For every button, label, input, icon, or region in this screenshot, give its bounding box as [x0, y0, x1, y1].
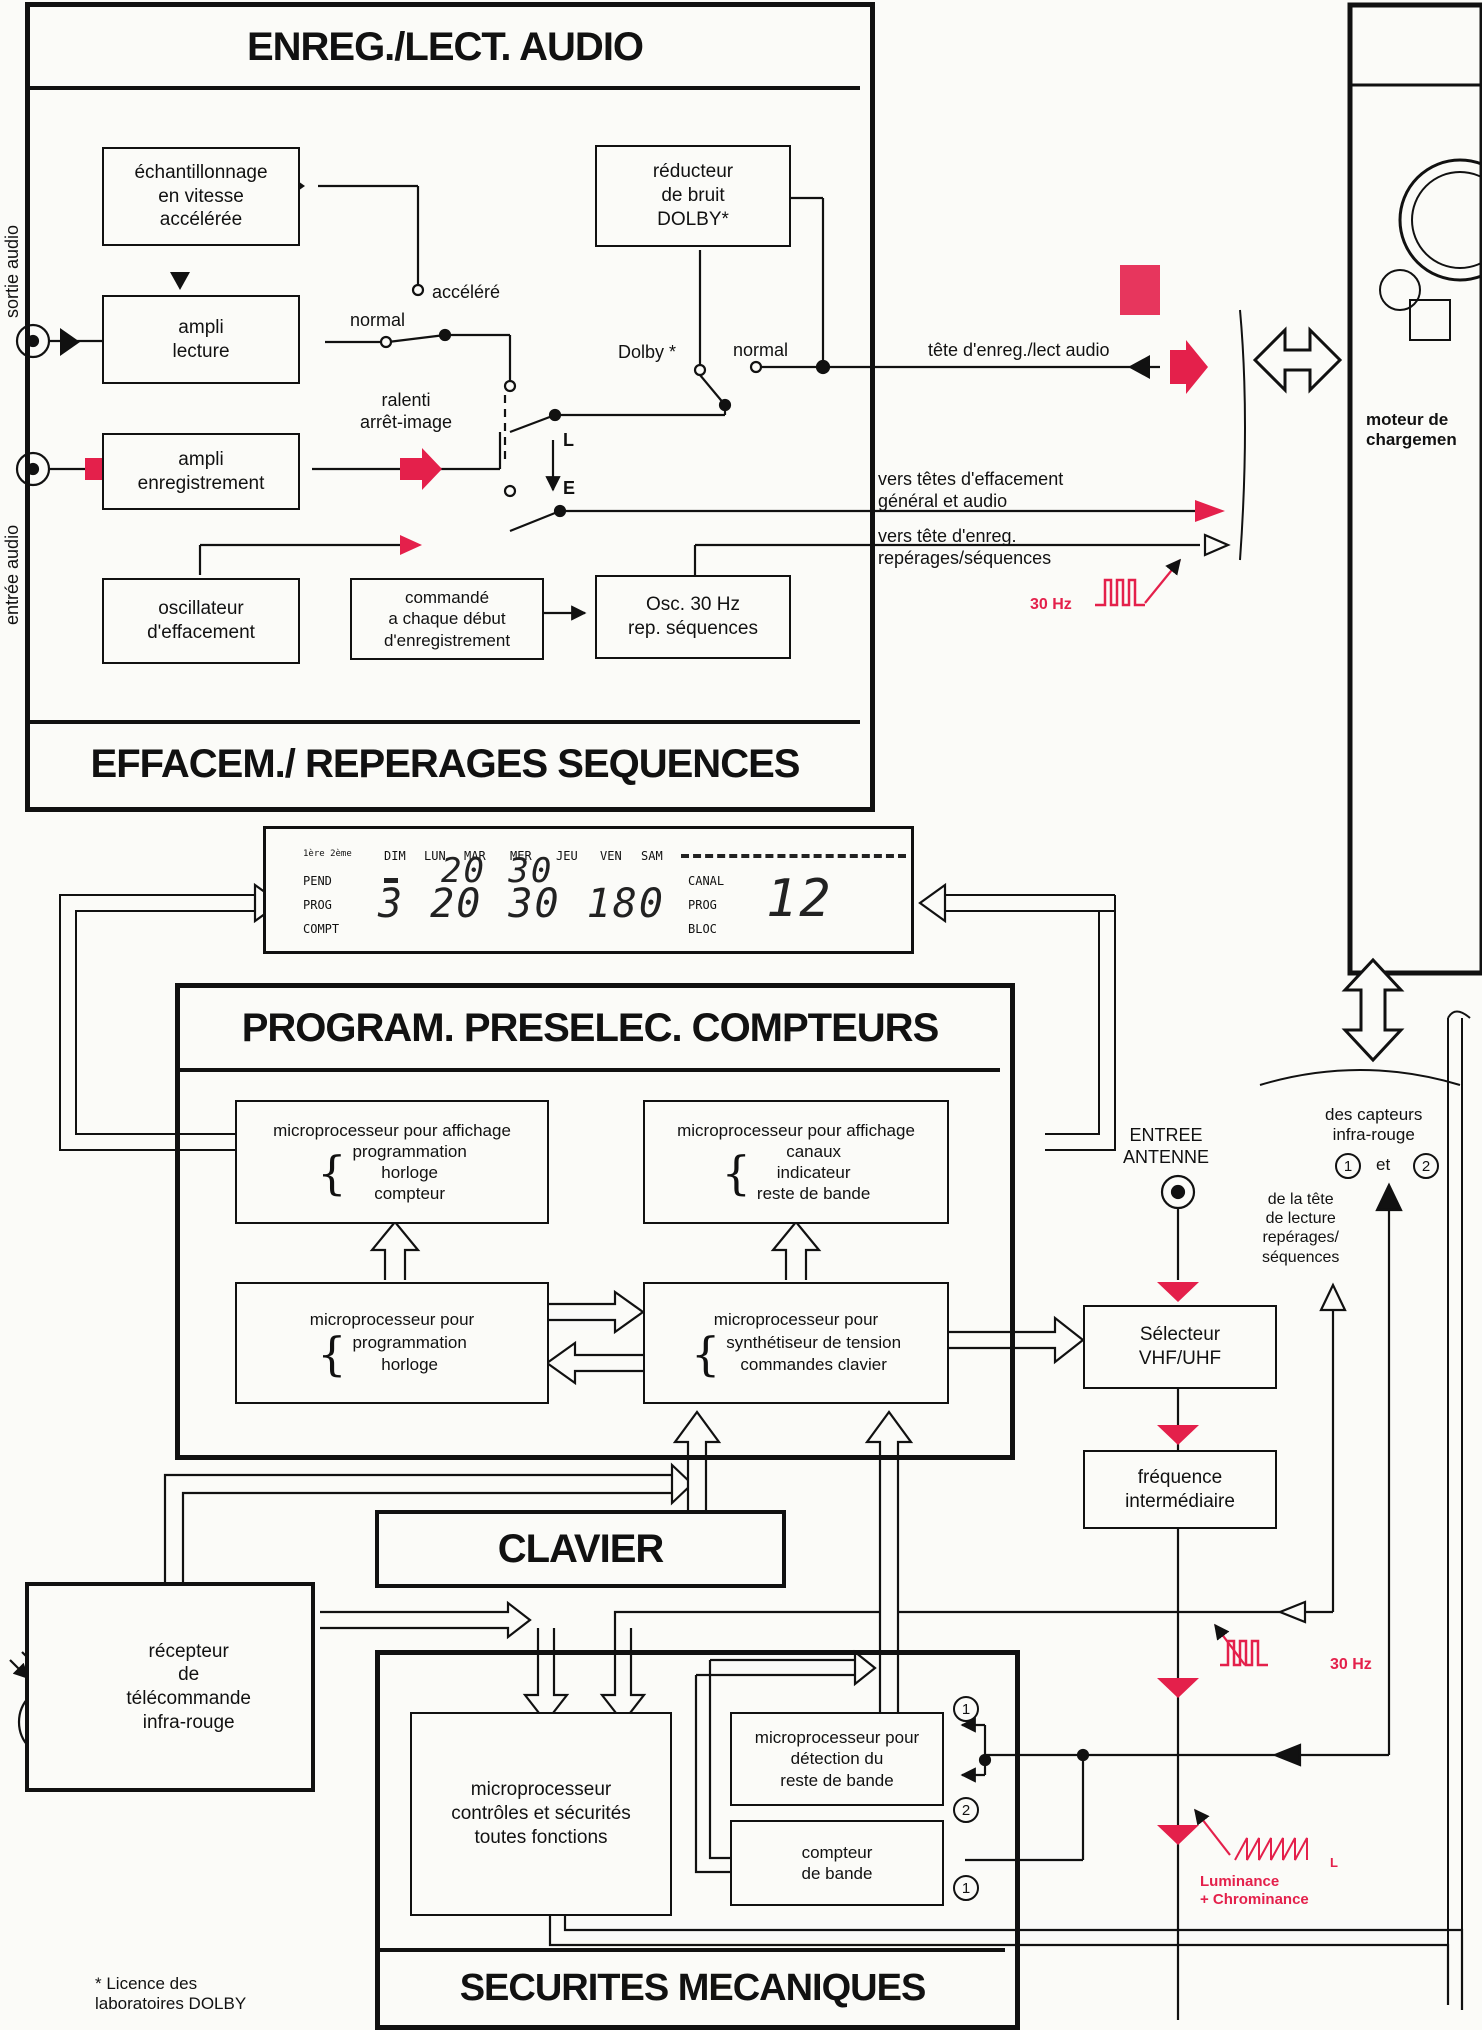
display-row-prog: PROG	[303, 898, 332, 912]
detection-num-2: 2	[953, 1797, 979, 1823]
compteur-num-1: 1	[953, 1875, 979, 1901]
switch-normal	[387, 333, 446, 344]
red-arrow-fi	[1157, 1425, 1199, 1445]
lum-L-label: L	[1330, 1855, 1338, 1870]
display-day-mar: MAR	[464, 849, 486, 863]
display-row-canal: CANAL	[688, 874, 725, 888]
dolby-label: Dolby *	[618, 342, 677, 362]
display-day-sam: SAM	[641, 849, 663, 863]
red-arrow-tete	[1170, 340, 1208, 394]
display-day-dim: DIM	[384, 849, 406, 863]
switch-LE-top	[509, 413, 556, 434]
securites-section-title: SECURITES MECANIQUES	[380, 1948, 1005, 2024]
normal-right-label: normal	[733, 340, 789, 360]
red-arrow-osc	[400, 535, 422, 555]
E-label: E	[563, 478, 576, 498]
accelere-label: accéléré	[432, 282, 501, 302]
hz30-bottom-label: 30 Hz	[1330, 1656, 1372, 1673]
L-label: L	[563, 430, 574, 450]
display-row-compt: COMPT	[303, 922, 340, 936]
prog-section-frame	[175, 983, 1015, 1460]
switch-dolby	[699, 374, 726, 406]
display-day-lun: LUN	[424, 849, 446, 863]
red-arrow-antenna	[1157, 1282, 1199, 1302]
display-dash-row	[681, 854, 906, 858]
display-digits-top: 20 30	[441, 851, 554, 891]
display-row-bloc: BLOC	[688, 922, 717, 936]
capteur-num-1: 1	[1335, 1153, 1361, 1179]
mp-affichage-left-box: microprocesseur pour affichage {programm…	[235, 1100, 549, 1224]
red-flag	[1120, 265, 1160, 315]
clavier-box: CLAVIER	[375, 1510, 786, 1588]
reperage-open-arrow	[1203, 533, 1231, 557]
capteurs-et: et	[1376, 1155, 1391, 1174]
display-days-prefix: 1ère 2ème	[303, 849, 352, 859]
display-digits-right: 12	[766, 869, 833, 929]
luminance-label: Luminance+ Chrominance	[1200, 1873, 1309, 1908]
erase-section-title: EFFACEM./ REPERAGES SEQUENCES	[30, 720, 860, 804]
hz30-top-label: 30 Hz	[1030, 596, 1072, 613]
normal-left-label: normal	[350, 310, 406, 330]
waveform-30hz	[1095, 578, 1145, 607]
sortie-audio-label: sortie audio	[2, 224, 22, 318]
audio-section-frame	[25, 2, 875, 812]
audio-section-title: ENREG./LECT. AUDIO	[30, 8, 860, 90]
prog-section-title: PROGRAM. PRESELEC. COMPTEURS	[180, 988, 1000, 1072]
switch-erase	[509, 509, 561, 533]
tete-label: tête d'enreg./lect audio	[928, 340, 1110, 360]
head-double-arrow	[1252, 326, 1343, 394]
red-arrow-video1	[1157, 1678, 1199, 1698]
detection-num-1: 1	[953, 1696, 979, 1722]
display-day-mer: MER	[510, 849, 532, 863]
red-arrow-effacement	[1195, 500, 1225, 522]
display-row-pend: PEND	[303, 874, 332, 888]
display-day-ven: VEN	[600, 849, 622, 863]
display-digits-main: 3 20 30 180	[378, 881, 665, 927]
display-day-jeu: JEU	[556, 849, 578, 863]
red-arrow-video2	[1157, 1825, 1199, 1845]
red-arrow-enreg	[400, 448, 442, 490]
display-panel: 1ère 2ème DIM LUN MAR MER JEU VEN SAM PE…	[263, 826, 914, 954]
vers-tete-label: vers tête d'enreg.repérages/séquences	[878, 526, 1052, 568]
display-arrow-right	[918, 882, 947, 924]
entree-audio-label: entrée audio	[2, 524, 22, 625]
display-row-prog-right: PROG	[688, 898, 717, 912]
mp-synthetiseur-box: microprocesseur pour {synthétiseur de te…	[643, 1282, 949, 1404]
capteur-num-2: 2	[1413, 1153, 1439, 1179]
